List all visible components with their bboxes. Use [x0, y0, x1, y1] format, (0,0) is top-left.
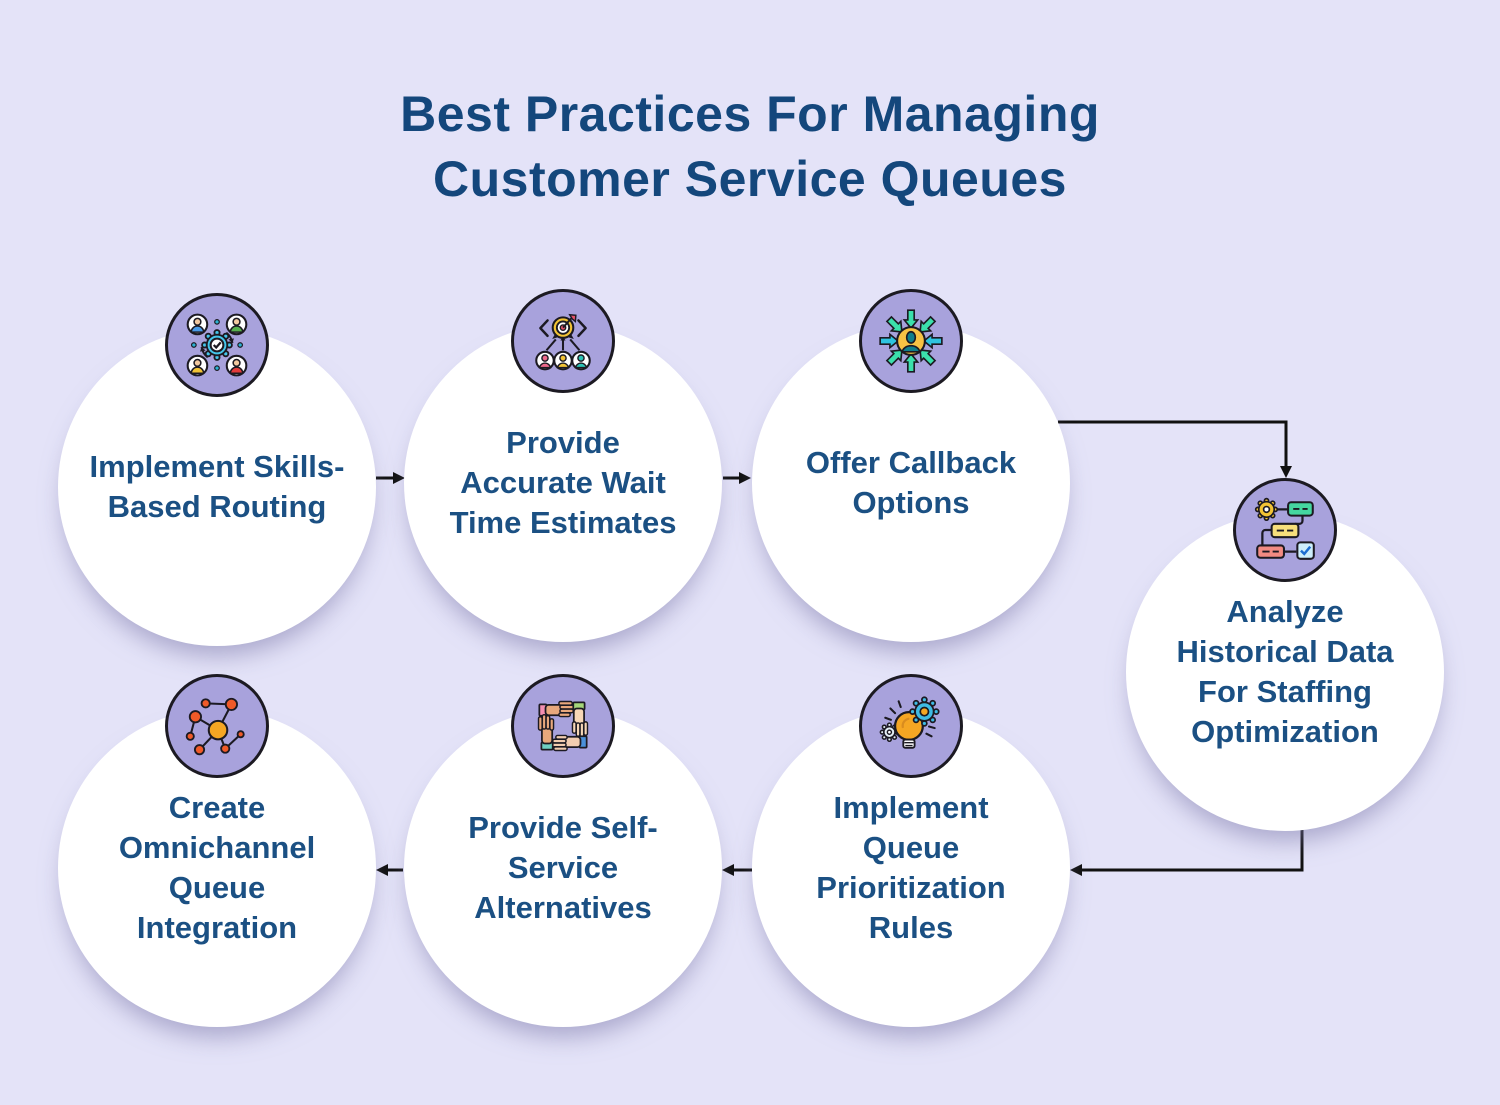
- omnichannel-network-icon: [185, 697, 245, 756]
- callback-options-icon: [879, 309, 943, 373]
- flow-node-wait-time-estimates: Provide Accurate Wait Time Estimates: [404, 289, 722, 642]
- node-circle: Analyze Historical Data For Staffing Opt…: [1126, 513, 1444, 831]
- page-title: Best Practices For Managing Customer Ser…: [400, 86, 1100, 207]
- flow-node-skills-based-routing: Implement Skills- Based Routing: [58, 293, 376, 646]
- node-circle: Provide Accurate Wait Time Estimates: [404, 324, 722, 642]
- node-label: Provide Self- Service Alternatives: [468, 810, 658, 925]
- connector-arrow-3-4: [1058, 420, 1292, 478]
- node-circle: Implement Queue Prioritization Rules: [752, 709, 1070, 1027]
- flow-node-queue-prioritization: Implement Queue Prioritization Rules: [752, 674, 1070, 1027]
- historical-data-analysis-icon: [1254, 497, 1315, 560]
- node-label: Implement Skills- Based Routing: [89, 449, 345, 524]
- node-label: Analyze Historical Data For Staffing Opt…: [1176, 594, 1394, 749]
- node-badge: [859, 289, 963, 393]
- connector-arrow-4-5: [1070, 830, 1304, 876]
- queue-prioritization-icon: [879, 696, 940, 749]
- node-badge: [859, 674, 963, 778]
- skills-based-routing-icon: [186, 313, 248, 377]
- flow-node-omnichannel-integration: Create Omnichannel Queue Integration: [58, 674, 376, 1027]
- node-badge: [165, 674, 269, 778]
- node-badge: [511, 289, 615, 393]
- node-badge: [1233, 478, 1337, 582]
- node-label: Implement Queue Prioritization Rules: [816, 790, 1006, 945]
- wait-time-estimates-icon: [535, 313, 591, 371]
- node-circle: Create Omnichannel Queue Integration: [58, 709, 376, 1027]
- flow-node-historical-data-analysis: Analyze Historical Data For Staffing Opt…: [1126, 478, 1444, 831]
- node-label: Offer Callback Options: [805, 445, 1017, 520]
- flow-node-callback-options: Offer Callback Options: [752, 289, 1070, 642]
- node-label: Provide Accurate Wait Time Estimates: [449, 425, 677, 540]
- flow-node-self-service: Provide Self- Service Alternatives: [404, 674, 722, 1027]
- self-service-hands-icon: [537, 700, 589, 752]
- node-label: Create Omnichannel Queue Integration: [118, 790, 316, 945]
- node-badge: [165, 293, 269, 397]
- node-badge: [511, 674, 615, 778]
